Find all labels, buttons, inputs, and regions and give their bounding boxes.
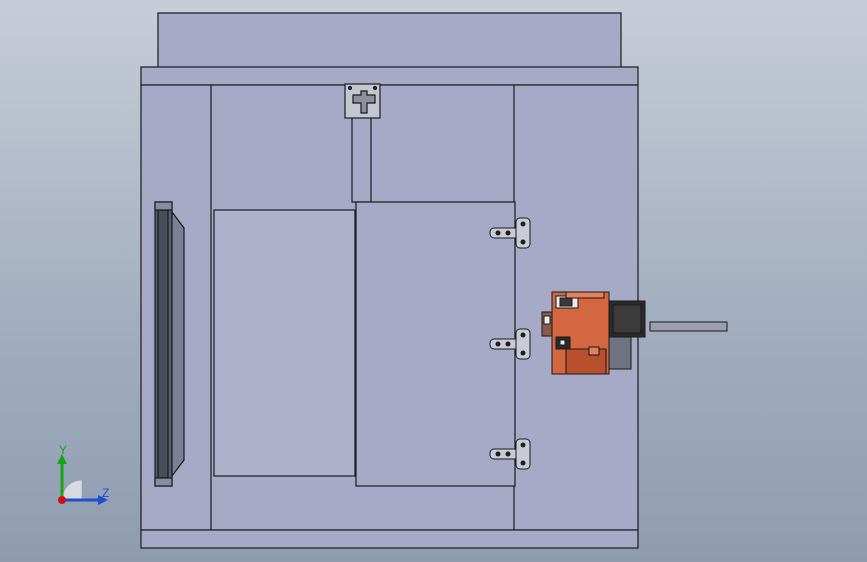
triad-y-label: Y (59, 443, 68, 457)
side-handle[interactable] (154, 201, 185, 487)
coordinate-triad (57, 454, 108, 505)
top-clamp[interactable] (344, 83, 381, 119)
top-flange[interactable] (140, 66, 639, 86)
access-door[interactable] (355, 201, 516, 487)
burner-assembly[interactable] (541, 291, 728, 375)
top-hood[interactable] (157, 12, 622, 69)
triad-plane-arc (61, 479, 83, 501)
hinge-top[interactable] (489, 217, 531, 249)
triad-z-label: Z (102, 486, 110, 500)
hinge-middle[interactable] (489, 328, 531, 360)
bottom-flange[interactable] (140, 529, 639, 549)
x-axis-point (58, 496, 66, 504)
hinge-bottom[interactable] (489, 438, 531, 470)
burner-pipe[interactable] (649, 321, 728, 332)
left-opening[interactable] (213, 209, 356, 477)
support-rod (351, 116, 372, 203)
